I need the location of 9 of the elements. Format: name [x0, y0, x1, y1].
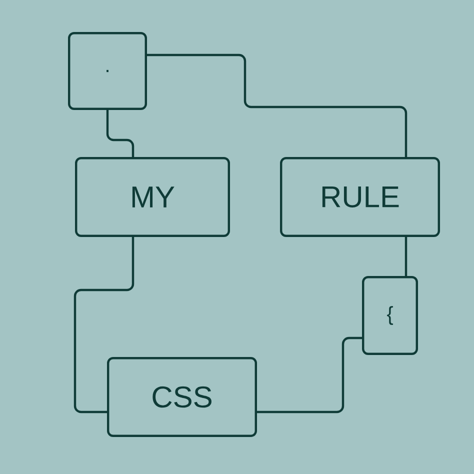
text-box: MY: [75, 157, 230, 237]
connector-line: [74, 237, 134, 414]
connector-line: [147, 54, 408, 157]
text-box: {: [362, 276, 418, 355]
text-box: CSS: [107, 357, 257, 437]
text-box: RULE: [280, 157, 440, 237]
connector-line: [404, 237, 408, 276]
text-box: .: [68, 32, 147, 110]
connector-line: [257, 336, 362, 414]
